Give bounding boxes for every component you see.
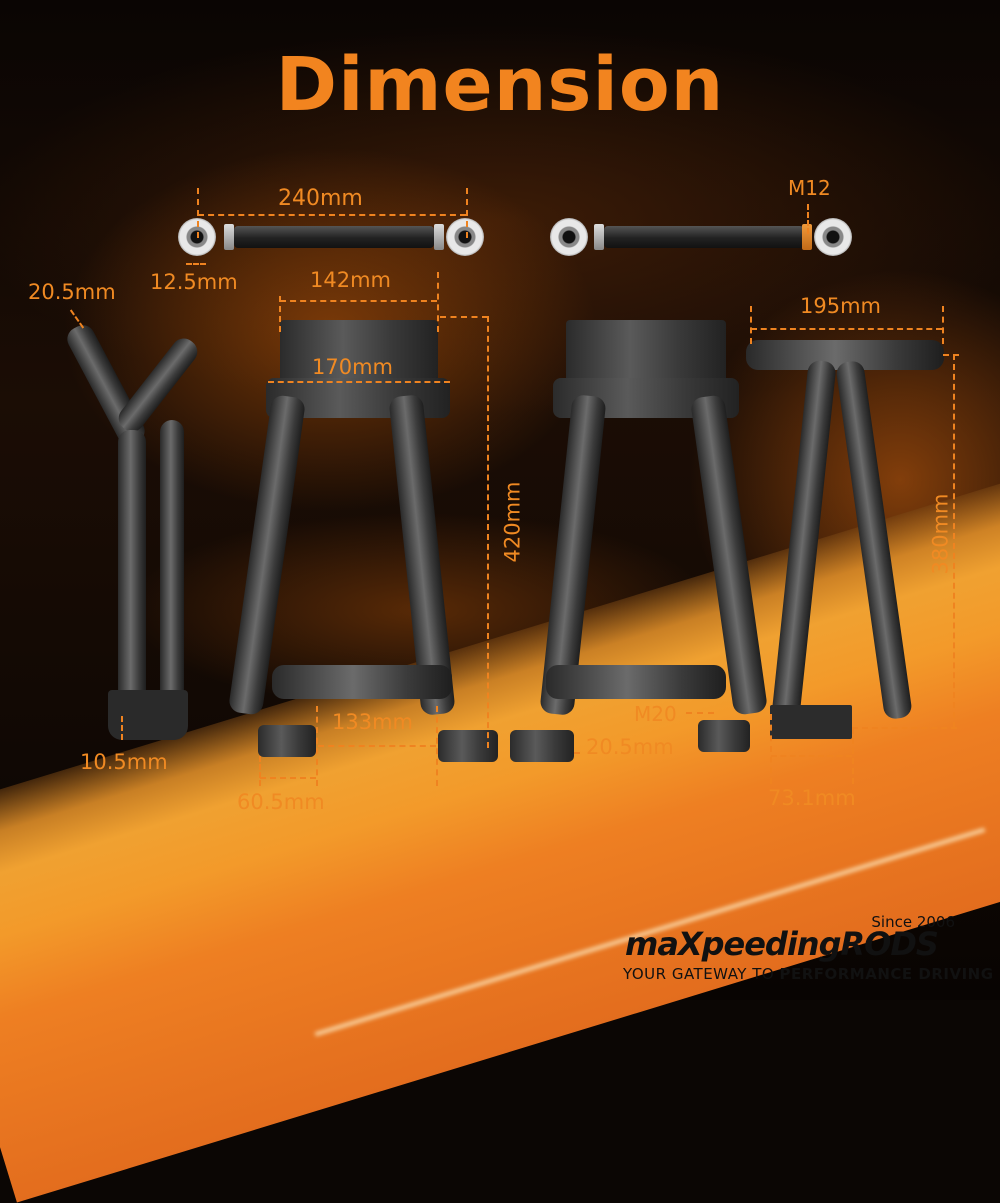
dim-line [268,381,450,383]
label-142mm: 142mm [310,268,391,292]
dim-line [260,777,316,779]
dim-line [686,712,714,714]
dim-line [852,728,854,784]
arm-mount-block [280,320,438,382]
dim-line [316,706,318,786]
dim-line [440,316,488,318]
label-73-1mm: 73.1mm [768,786,856,810]
label-420mm: 420mm [500,481,525,563]
dim-line [751,328,942,330]
label-12-5mm: 12.5mm [150,270,238,294]
dim-line [279,296,281,332]
dim-line [953,354,955,728]
dim-line [487,316,489,748]
brand-tagline: YOUR GATEWAY TO PERFORMANCE DRIVING [623,965,994,983]
dim-line [852,727,957,729]
dim-line [121,716,123,740]
rod-body [234,226,434,248]
label-195mm: 195mm [800,294,881,318]
dim-line [750,306,752,344]
arm-bracket [770,705,852,739]
dim-line [807,204,809,234]
arm-tube [546,665,726,699]
brand-name: maXpeedingRODS [625,925,939,963]
arm-tube [118,430,146,710]
label-60-5mm: 60.5mm [237,790,325,814]
dim-line [436,706,438,786]
rod-nut [224,224,234,250]
dim-line [197,188,199,238]
dim-line [466,188,468,238]
rod-nut [594,224,604,250]
rod-nut-highlight [802,224,812,250]
label-m12: M12 [788,176,831,200]
label-10-5mm: 10.5mm [80,750,168,774]
tagline-light: YOUR GATEWAY TO [623,965,780,983]
label-20-5mm-tube: 20.5mm [28,280,116,304]
rod-end-eye [550,218,588,256]
dim-line [574,752,580,754]
bushing [510,730,574,762]
label-20-5mm-bushing: 20.5mm [586,735,674,759]
bushing [258,725,316,757]
dim-line [198,214,466,216]
rod-end-eye [814,218,852,256]
dim-line [770,714,772,784]
dim-line [318,745,436,747]
dim-line [186,263,206,265]
rod-end-eye [446,218,484,256]
dim-line [259,756,261,786]
rod-body [604,226,804,248]
label-240mm: 240mm [278,186,363,211]
arm-bracket [108,690,188,740]
dim-line [943,354,959,356]
bushing [698,720,750,752]
brand-since: Since 2006 [871,913,955,931]
arm-tube [272,665,452,699]
bushing [438,730,498,762]
label-m20: M20 [634,702,677,726]
dim-line [437,272,439,332]
page-title: Dimension [275,42,725,128]
dim-line [280,300,437,302]
arm-mount-block [566,320,726,382]
label-380mm: 380mm [928,493,953,575]
dim-line [942,306,944,344]
label-170mm: 170mm [312,355,393,379]
tagline-bold: PERFORMANCE DRIVING [779,965,994,983]
dim-line [771,755,852,757]
rod-nut [434,224,444,250]
arm-tube [160,420,184,710]
label-133mm: 133mm [332,710,413,734]
